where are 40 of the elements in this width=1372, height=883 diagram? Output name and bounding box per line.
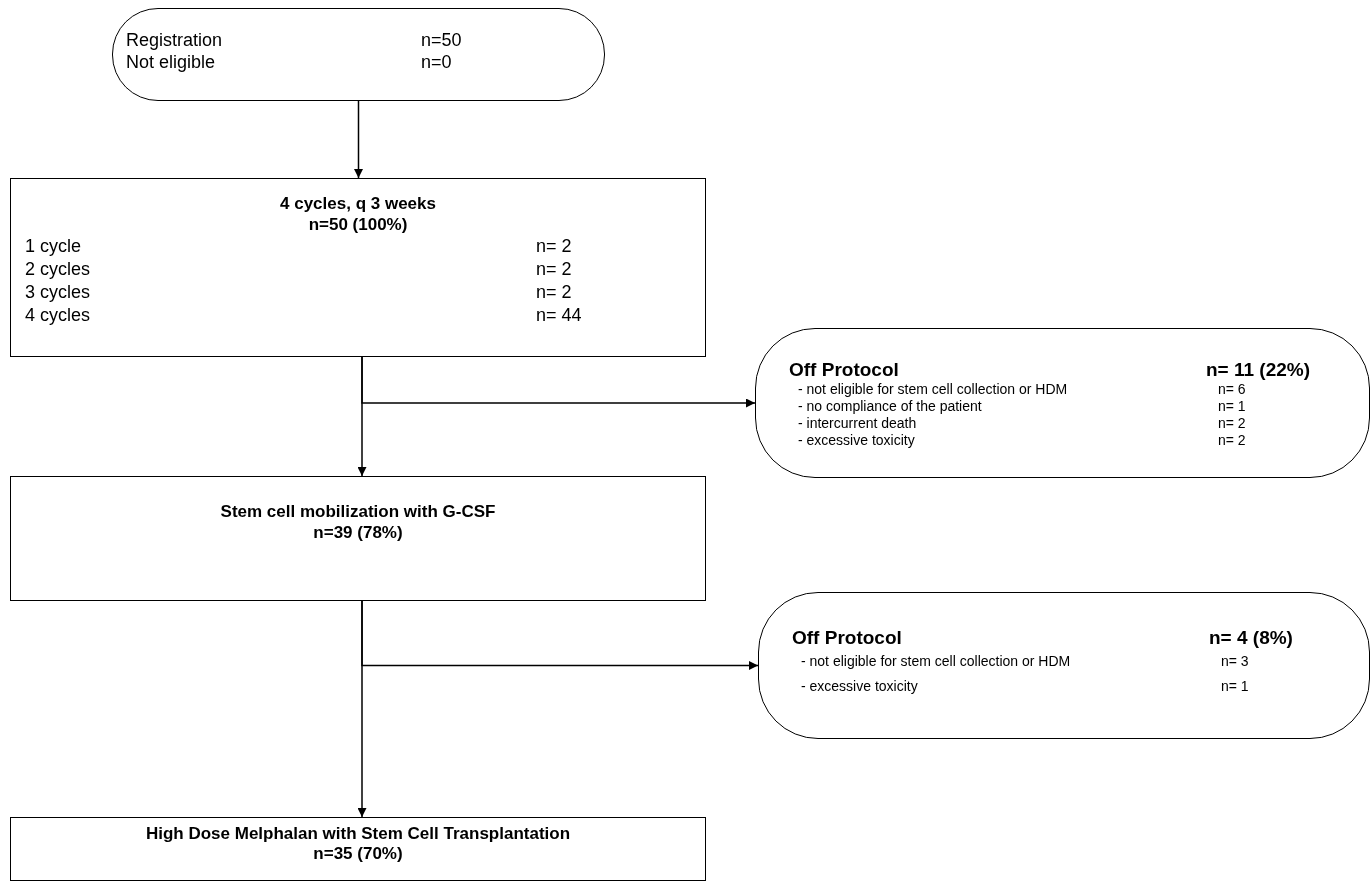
box-heading: n= 4 (8%) <box>1209 627 1293 649</box>
box-heading: 4 cycles, q 3 weeks <box>279 193 437 214</box>
row-label: - no compliance of the patient <box>798 398 983 415</box>
row-label: 1 cycle <box>25 235 83 258</box>
row-count: n= 2 <box>536 258 572 281</box>
row-count: n= 2 <box>536 281 572 304</box>
row-label: - intercurrent death <box>798 415 918 432</box>
row-label: - excessive toxicity <box>801 677 919 696</box>
row-count: n= 44 <box>536 304 582 327</box>
box-heading: Off Protocol <box>789 359 900 381</box>
process-box <box>10 178 706 357</box>
box-heading: n=50 (100%) <box>307 214 409 235</box>
row-label: 3 cycles <box>25 281 92 304</box>
row-label: Not eligible <box>126 51 217 73</box>
arrow <box>361 600 759 670</box>
row-count: n= 1 <box>1218 398 1246 415</box>
row-count: n= 6 <box>1218 381 1246 398</box>
row-count: n= 2 <box>1218 415 1246 432</box>
process-box <box>10 476 706 601</box>
row-count: n= 1 <box>1221 677 1249 696</box>
box-heading: Off Protocol <box>792 627 903 649</box>
row-label: Registration <box>126 29 224 51</box>
box-heading: n=35 (70%) <box>312 844 404 864</box>
arrow <box>354 100 363 179</box>
row-count: n= 3 <box>1221 652 1249 671</box>
row-count: n=0 <box>421 51 452 73</box>
process-box <box>10 817 706 881</box>
row-count: n= 2 <box>536 235 572 258</box>
box-heading: n= 11 (22%) <box>1206 359 1311 381</box>
row-label: - excessive toxicity <box>798 432 916 449</box>
box-heading: High Dose Melphalan with Stem Cell Transplantation <box>144 824 572 844</box>
row-label: 2 cycles <box>25 258 92 281</box>
row-count: n=50 <box>421 29 462 51</box>
box-heading: Stem cell mobilization with G-CSF <box>219 501 497 522</box>
row-label: 4 cycles <box>25 304 92 327</box>
row-label: - not eligible for stem cell collection or HDM <box>798 381 1069 398</box>
row-label: - not eligible for stem cell collection or HDM <box>801 652 1072 671</box>
box-heading: n=39 (78%) <box>312 522 404 543</box>
row-count: n= 2 <box>1218 432 1246 449</box>
arrow <box>361 356 756 408</box>
